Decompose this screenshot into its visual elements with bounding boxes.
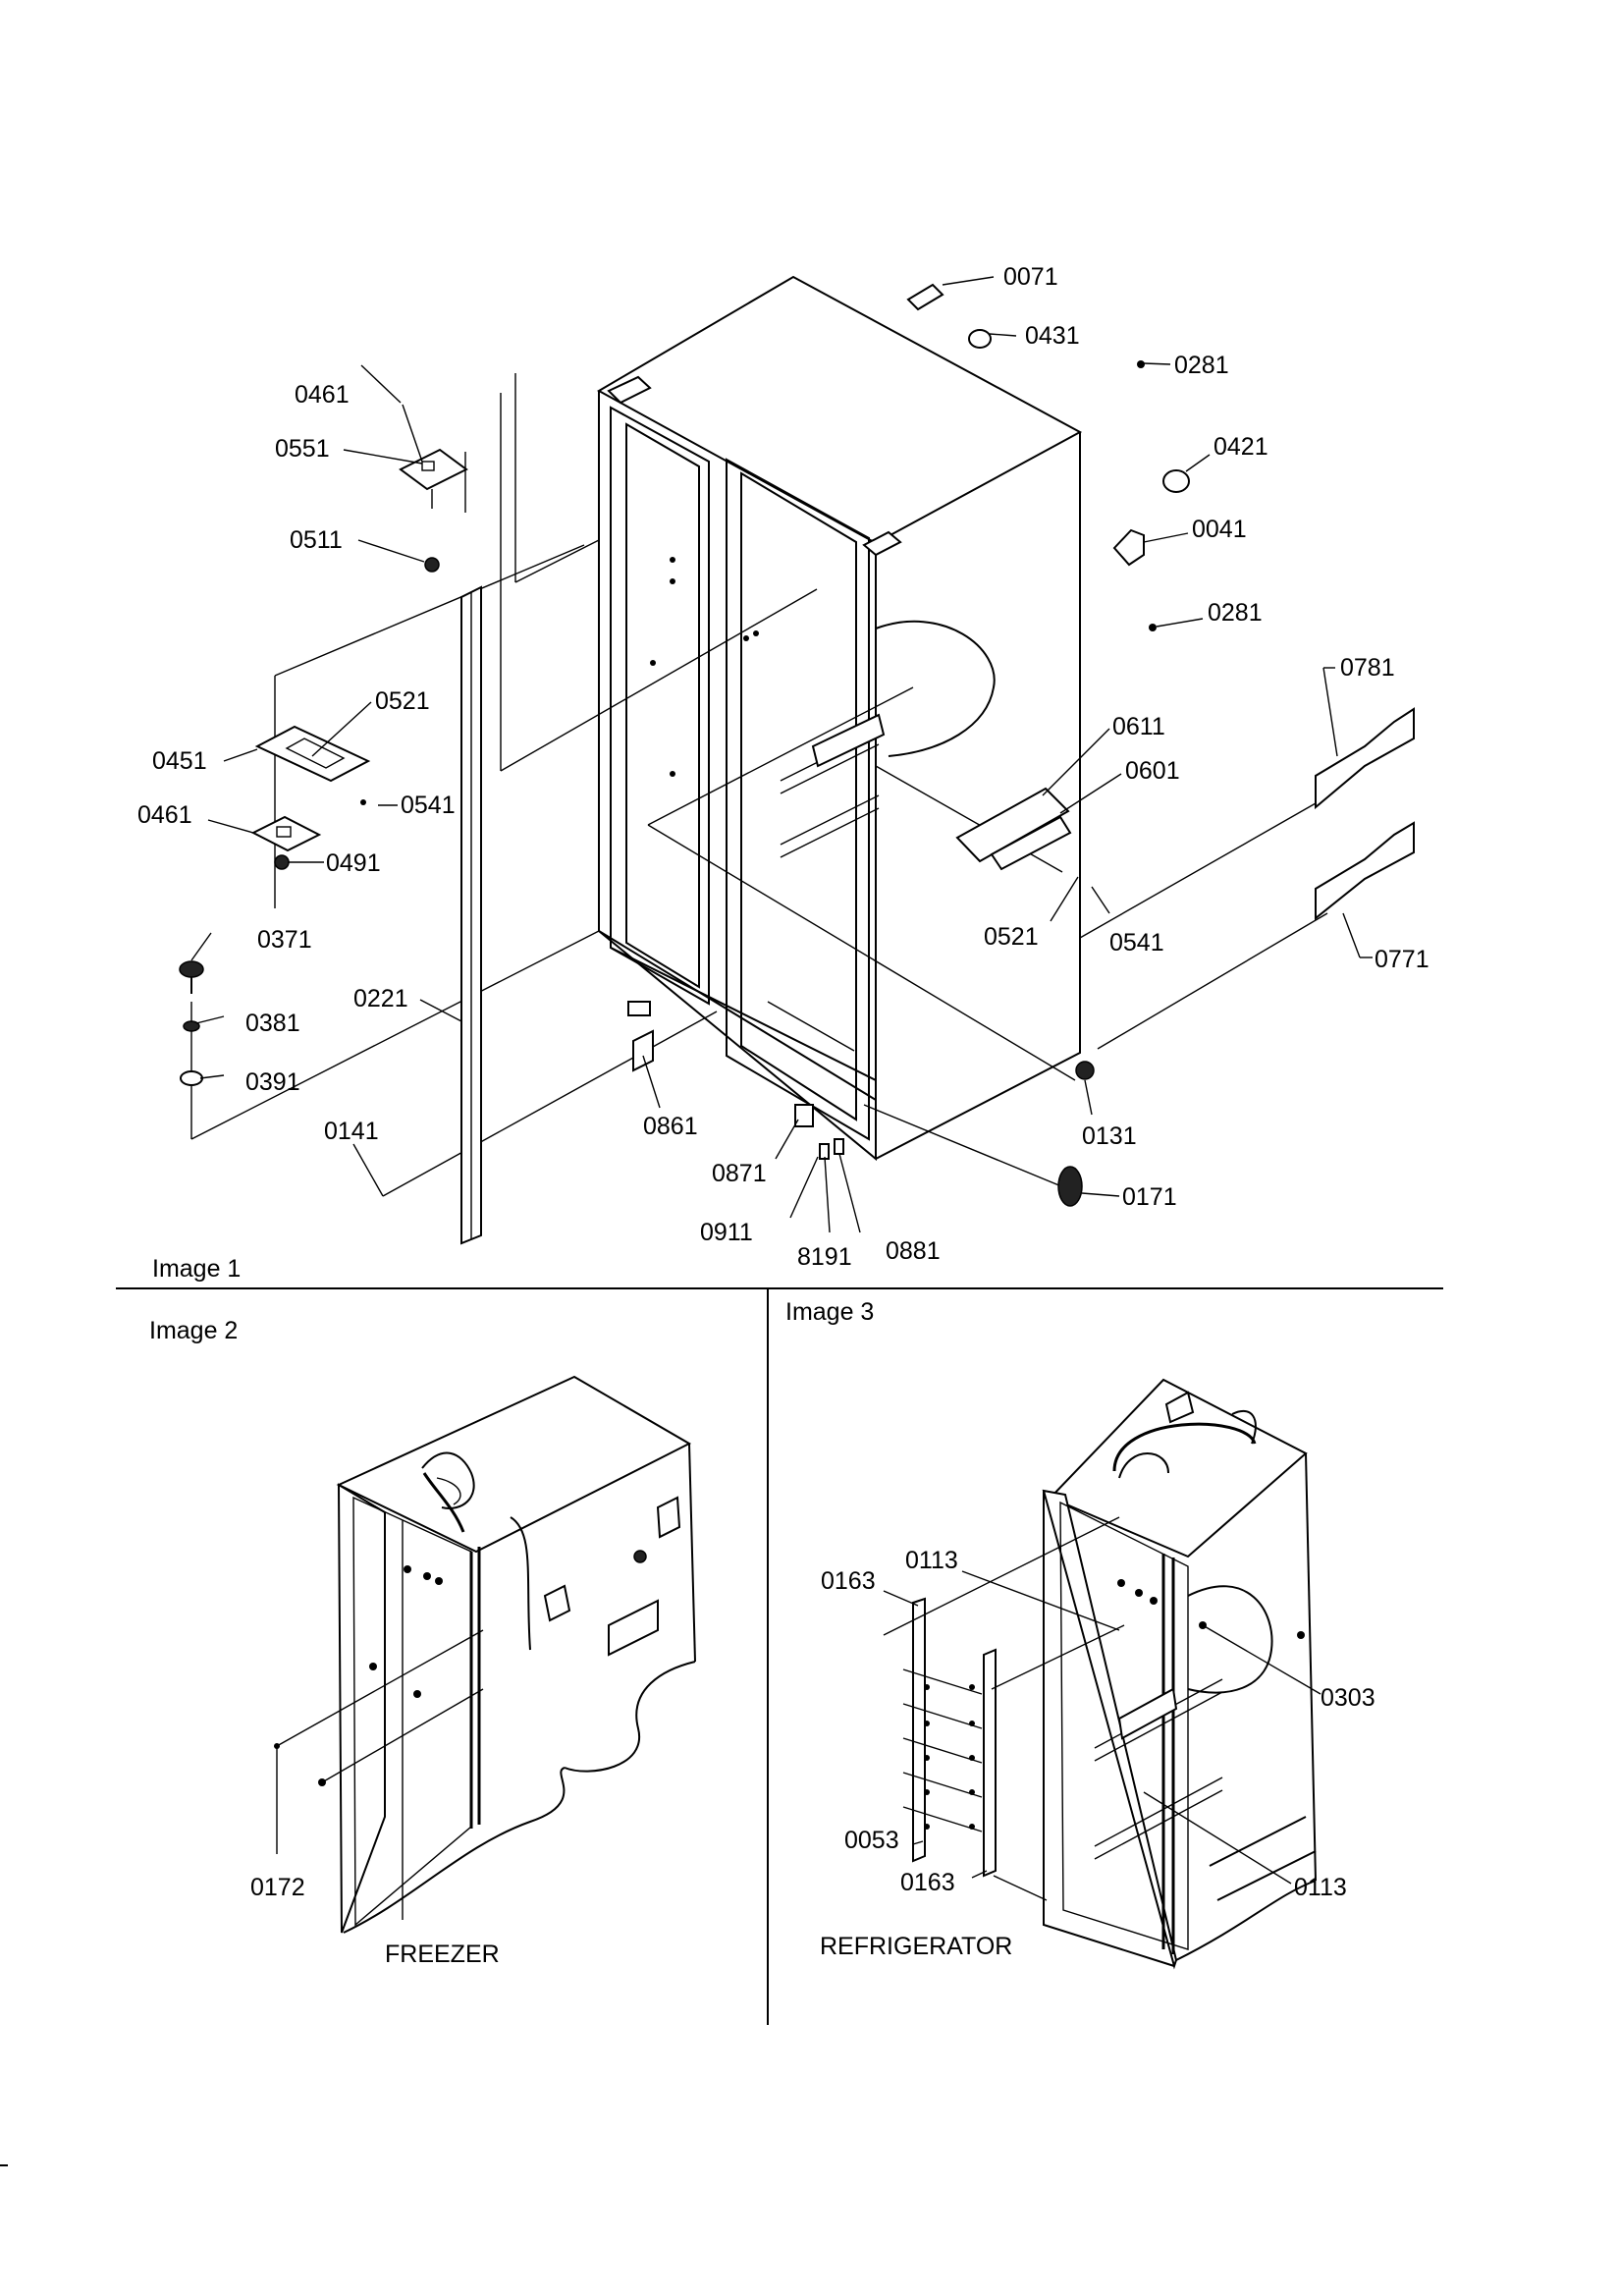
section-label-image1: Image 1	[152, 1255, 241, 1283]
label-0281-mid: 0281	[1208, 599, 1263, 627]
label-0041: 0041	[1192, 516, 1247, 543]
label-0771: 0771	[1375, 946, 1429, 973]
right-parts-image1	[906, 283, 1415, 1207]
label-0381: 0381	[245, 1010, 300, 1037]
label-0861: 0861	[643, 1113, 698, 1140]
label-0171: 0171	[1122, 1183, 1177, 1211]
label-0541-right: 0541	[1109, 929, 1164, 957]
label-0391: 0391	[245, 1068, 300, 1096]
label-0911: 0911	[700, 1219, 753, 1246]
label-0221: 0221	[353, 985, 408, 1012]
freezer-drawing	[274, 1375, 696, 1934]
refrigerator-caption: REFRIGERATOR	[820, 1933, 1012, 1960]
refrigerator-drawing	[883, 1378, 1317, 1970]
label-0781: 0781	[1340, 654, 1395, 682]
label-0163-top: 0163	[821, 1567, 876, 1595]
label-0461-top: 0461	[295, 381, 350, 409]
labels-image1: 0071 0431 0281 0421 0041 0281 0781 0611 …	[137, 263, 1429, 1271]
label-0071: 0071	[1003, 263, 1058, 291]
section-label-image2: Image 2	[149, 1317, 238, 1344]
freezer-caption: FREEZER	[385, 1941, 500, 1968]
leaders-image3	[883, 1570, 1321, 1885]
label-0421: 0421	[1214, 433, 1268, 461]
labels-image3: 0163 0113 0303 0053 0163 0113	[821, 1547, 1375, 1901]
section-label-image3: Image 3	[785, 1298, 874, 1326]
label-0281-top: 0281	[1174, 352, 1229, 379]
label-0451: 0451	[152, 747, 207, 775]
label-0053: 0053	[844, 1827, 899, 1854]
label-0163-bottom: 0163	[900, 1869, 955, 1896]
label-0172: 0172	[250, 1874, 305, 1901]
label-0371: 0371	[257, 926, 312, 954]
label-0521-left: 0521	[375, 687, 430, 715]
left-parts-image1	[179, 448, 844, 1245]
label-0131: 0131	[1082, 1122, 1137, 1150]
label-0113-top: 0113	[905, 1547, 958, 1574]
label-0541-left: 0541	[401, 792, 456, 819]
label-0521-right: 0521	[984, 923, 1039, 951]
label-0303: 0303	[1321, 1684, 1375, 1712]
label-0461-mid: 0461	[137, 801, 192, 829]
label-0871: 0871	[712, 1160, 767, 1187]
label-0601: 0601	[1125, 757, 1180, 785]
label-0611: 0611	[1112, 713, 1165, 740]
label-0141: 0141	[324, 1118, 379, 1145]
label-0551: 0551	[275, 435, 330, 463]
label-0511: 0511	[290, 526, 343, 554]
label-0113-bottom: 0113	[1294, 1874, 1347, 1901]
leaders-image1	[190, 276, 1373, 1233]
label-0431: 0431	[1025, 322, 1080, 350]
label-8191: 8191	[797, 1243, 852, 1271]
label-0491: 0491	[326, 849, 381, 877]
label-0881: 0881	[886, 1237, 941, 1265]
